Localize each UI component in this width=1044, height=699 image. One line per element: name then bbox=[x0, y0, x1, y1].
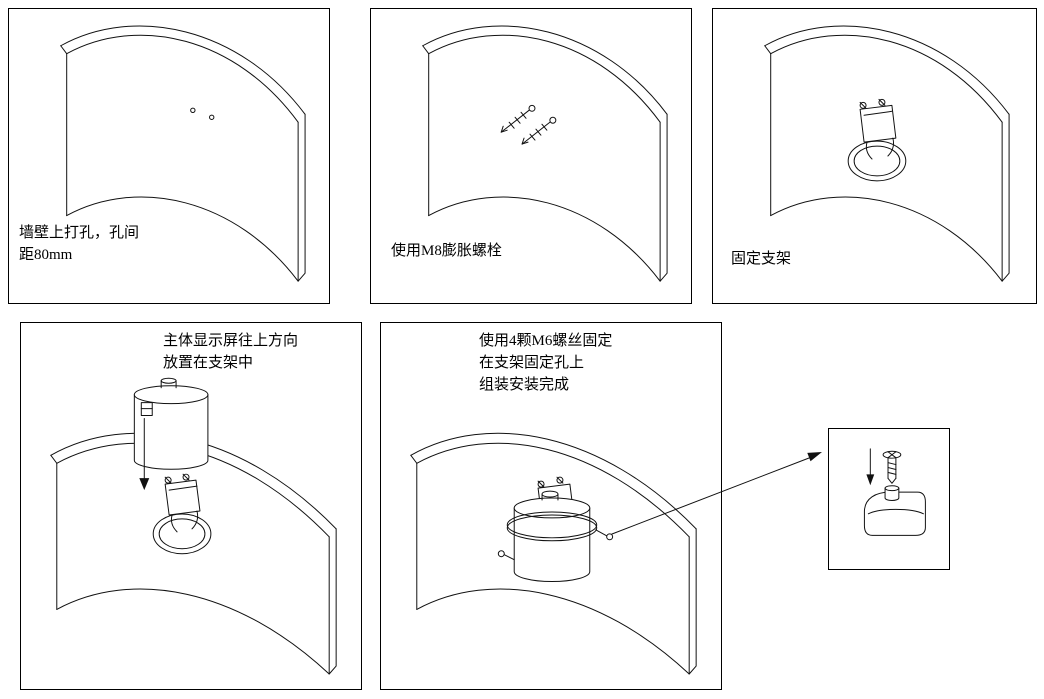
wall-drawing bbox=[422, 25, 668, 282]
step3-drawing bbox=[764, 25, 1010, 282]
step4-drawing bbox=[50, 377, 337, 675]
bracket-drawing bbox=[152, 473, 212, 555]
step5-panel: 使用4颗M6螺丝固定 在支架固定孔上 组装安装完成 bbox=[380, 322, 722, 690]
caption-line: 固定支架 bbox=[731, 251, 792, 267]
step3-caption: 固定支架 bbox=[731, 249, 791, 271]
caption-line: 距80mm bbox=[19, 246, 73, 263]
expansion-bolt-icon bbox=[500, 104, 536, 133]
step5-caption: 使用4颗M6螺丝固定 在支架固定孔上 组装安装完成 bbox=[479, 331, 612, 396]
step1-drawing bbox=[60, 25, 306, 282]
screw-detail-drawing bbox=[863, 448, 926, 536]
caption-line: 组装安装完成 bbox=[479, 376, 570, 393]
clamp-boss-drawing bbox=[863, 485, 926, 536]
fixing-screw-icon bbox=[497, 550, 515, 561]
wall-drawing bbox=[60, 25, 306, 282]
step4-panel: 主体显示屏往上方向 放置在支架中 bbox=[20, 322, 362, 690]
step2-panel: 使用M8膨胀螺栓 bbox=[370, 8, 692, 304]
caption-line: 使用M8膨胀螺栓 bbox=[391, 243, 502, 259]
caption-line: 使用4颗M6螺丝固定 bbox=[479, 333, 613, 349]
caption-line: 在支架固定孔上 bbox=[479, 354, 585, 371]
step1-panel: 墙壁上打孔，孔间 距80mm bbox=[8, 8, 330, 304]
assembled-unit-drawing bbox=[497, 476, 614, 583]
insert-down-arrow-icon bbox=[866, 448, 875, 486]
caption-line: 墙壁上打孔，孔间 bbox=[19, 225, 140, 241]
step2-caption: 使用M8膨胀螺栓 bbox=[391, 241, 502, 263]
main-unit-drawing bbox=[133, 377, 209, 470]
caption-line: 放置在支架中 bbox=[163, 354, 254, 371]
bracket-drawing bbox=[847, 98, 907, 182]
wall-drawing bbox=[50, 432, 337, 675]
detail-panel bbox=[828, 428, 950, 570]
step3-panel: 固定支架 bbox=[712, 8, 1037, 304]
fixing-screw-icon bbox=[595, 529, 614, 541]
screw-drawing bbox=[882, 450, 902, 484]
caption-line: 主体显示屏往上方向 bbox=[163, 333, 299, 349]
drill-holes-icon bbox=[190, 107, 215, 120]
step1-caption: 墙壁上打孔，孔间 距80mm bbox=[19, 223, 139, 267]
step4-caption: 主体显示屏往上方向 放置在支架中 bbox=[163, 331, 298, 375]
wall-drawing bbox=[764, 25, 1010, 282]
insert-down-arrow-icon bbox=[139, 418, 150, 491]
expansion-bolt-icon bbox=[521, 116, 557, 145]
step2-drawing bbox=[422, 25, 668, 282]
